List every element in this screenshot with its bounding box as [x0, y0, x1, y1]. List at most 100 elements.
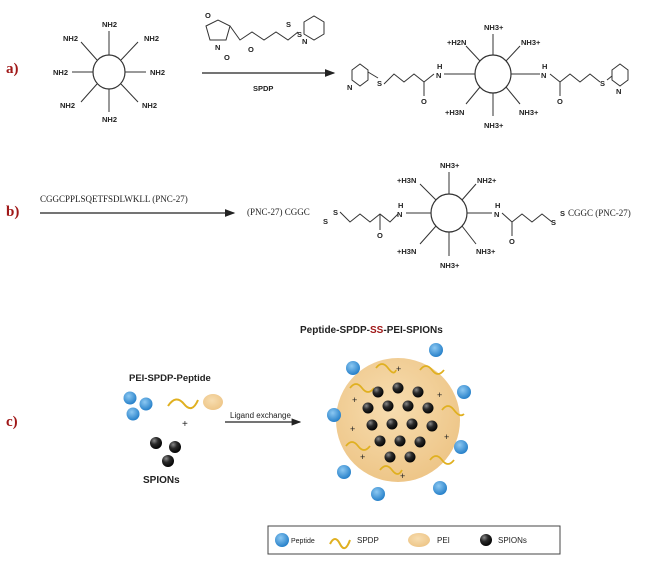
spion-icon — [150, 437, 162, 449]
bond — [505, 86, 521, 105]
plus-mark: + — [444, 432, 449, 442]
charge-marks: + + + + + + + — [350, 364, 449, 481]
atom-label: H — [495, 201, 500, 210]
succinimide-ring — [205, 19, 231, 41]
panel-c-label: c) — [6, 414, 18, 430]
plus-sign: + — [182, 419, 188, 430]
atom-label: N — [347, 83, 352, 92]
amine-label: NH2 — [60, 101, 75, 110]
peptide-icon — [371, 487, 385, 501]
bond — [461, 225, 477, 245]
product-title: Peptide-SPDP-SS-PEI-SPIONs — [300, 325, 443, 336]
pei-icon — [408, 533, 430, 547]
atom-label: O — [205, 11, 211, 20]
atom-label: N — [436, 71, 441, 80]
atom-label: O — [421, 97, 427, 106]
amine-label: NH2 — [144, 34, 159, 43]
peptide-icon — [123, 391, 137, 405]
product-left-label: (PNC-27) CGGC — [247, 207, 310, 217]
spion-icon — [372, 386, 384, 398]
spion-icon — [414, 436, 426, 448]
atom-label: H — [542, 62, 547, 71]
linker-right — [501, 212, 553, 223]
plus-mark: + — [360, 452, 365, 462]
spdp-linker — [229, 25, 299, 41]
amine-label: +H2N — [447, 38, 466, 47]
linker-left — [383, 73, 435, 85]
atom-label: S — [286, 20, 291, 29]
peptide-icon — [327, 408, 341, 422]
amine-label: NH2 — [150, 68, 165, 77]
peptide-icon — [457, 385, 471, 399]
legend-label: SPDP — [357, 536, 379, 545]
amine-label: NH2 — [142, 101, 157, 110]
peptide-icon — [126, 407, 140, 421]
atom-label: S — [323, 217, 328, 226]
peptide-icon — [337, 465, 351, 479]
pyridine-ring — [351, 63, 369, 87]
amine-label: NH3+ — [476, 247, 496, 256]
spion-icon — [426, 420, 438, 432]
product-title-part: Peptide-SPDP- — [300, 325, 370, 336]
spdp-icon — [329, 538, 351, 550]
atom-label: N — [302, 37, 307, 46]
peptide-icon — [275, 533, 289, 547]
product-a: N S O N H NH3+ +H2N NH3+ +H3N NH3+ NH3+ … — [347, 23, 629, 130]
spion-icon — [162, 455, 174, 467]
amine-label: NH3+ — [440, 161, 460, 170]
bond — [120, 41, 139, 61]
amine-label: NH2 — [63, 34, 78, 43]
plus-mark: + — [396, 364, 401, 374]
panel-a: a) NH2 NH2 NH2 NH2 NH2 NH2 NH2 NH2 O N — [6, 11, 629, 130]
legend-label: Peptide — [291, 538, 315, 545]
spdp-structure: O N O O S S N — [205, 11, 325, 62]
pyridine-ring — [303, 15, 325, 41]
panel-b-label: b) — [6, 204, 19, 220]
amine-label: NH3+ — [521, 38, 541, 47]
peptide-icon — [433, 481, 447, 495]
core-circle — [474, 54, 512, 94]
bond — [606, 75, 613, 81]
spions-label: SPIONs — [143, 475, 180, 486]
bond — [80, 83, 98, 103]
amine-label: NH3+ — [440, 261, 460, 270]
spion-icon — [406, 418, 418, 430]
product-title-part: -PEI-SPIONs — [383, 325, 443, 336]
atom-label: O — [377, 231, 383, 240]
spion-icon — [382, 400, 394, 412]
spion-icon — [412, 386, 424, 398]
reagent-label: SPDP — [253, 84, 273, 93]
spdp-chains — [345, 363, 465, 475]
atom-label: N — [215, 43, 220, 52]
pei-icon — [203, 394, 223, 410]
legend: Peptide SPDP PEI SPIONs — [267, 525, 561, 555]
atom-label: S — [560, 209, 565, 218]
nanoparticle: + + + + + + + — [327, 343, 471, 501]
atom-label: O — [557, 97, 563, 106]
bond — [419, 225, 437, 245]
atom-label: N — [494, 210, 499, 219]
bond — [120, 83, 139, 103]
amine-label: NH2 — [102, 20, 117, 29]
atom-label: N — [397, 210, 402, 219]
spion-icon — [480, 534, 492, 546]
spion-icon — [169, 441, 181, 453]
pyridine-ring — [611, 63, 629, 87]
reactant-core: NH2 NH2 NH2 NH2 NH2 NH2 NH2 NH2 — [53, 20, 165, 124]
panel-a-label: a) — [6, 61, 19, 77]
product-title-ss: SS — [370, 325, 384, 336]
core-circle — [430, 193, 468, 233]
spion-core — [362, 382, 438, 463]
spion-icon — [392, 382, 404, 394]
peptide-shell — [327, 343, 471, 501]
spion-icon — [384, 451, 396, 463]
bond — [80, 41, 98, 61]
plus-mark: + — [352, 395, 357, 405]
atom-label: N — [541, 71, 546, 80]
amine-label: +H3N — [445, 108, 464, 117]
spion-icon — [422, 402, 434, 414]
spion-icon — [374, 435, 386, 447]
core-circle — [92, 54, 126, 90]
spion-icon — [366, 419, 378, 431]
